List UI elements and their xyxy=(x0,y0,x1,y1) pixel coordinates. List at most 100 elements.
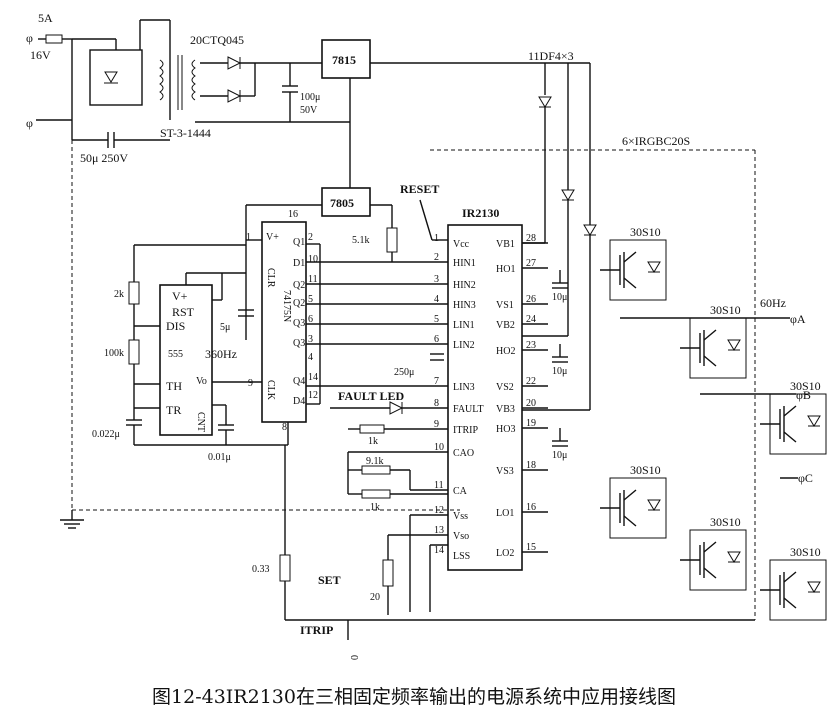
pin-16: 16 xyxy=(288,209,298,220)
regulators: 7815 7805 RESET xyxy=(245,39,545,340)
ir2130-pin-label: Vss xyxy=(453,511,468,522)
ir2130-pin-number: 5 xyxy=(434,314,439,325)
input-cap-label: ST-3-1444 xyxy=(160,126,211,140)
ir2130-pin-number: 11 xyxy=(434,480,444,491)
sr-pn-10: 10 xyxy=(308,254,318,265)
freewheel-diode xyxy=(647,499,661,511)
ir2130-pin-number: 16 xyxy=(526,502,536,513)
fuse-symbol xyxy=(45,34,63,44)
cap-10u-2-label: 10μ xyxy=(552,366,567,377)
timer-pin-th: TH xyxy=(166,379,182,393)
shift-register-74175: 16 V+ CLR CLK 74175N 1 9 8 Q1 D1 Q2 Q2 Q… xyxy=(246,209,448,446)
ir2130-pin-number: 10 xyxy=(434,442,444,453)
timer-frequency: 360Hz xyxy=(205,347,237,361)
ir2130-pin-number: 3 xyxy=(434,274,439,285)
shift-register-body xyxy=(261,221,307,423)
input-section: φ φ 5A 16V 20CTQ045 xyxy=(26,11,350,165)
ir2130-chip: IR2130 Vcc1HIN12HIN23HIN34LIN15LIN26LIN3… xyxy=(252,206,755,660)
sr-pin-vplus: V+ xyxy=(266,232,279,243)
sr-pin8-num: 8 xyxy=(282,422,287,433)
ir2130-pin-label: Vso xyxy=(453,531,469,542)
input-cap-value: 50μ 250V xyxy=(80,151,128,165)
set-label: SET xyxy=(318,573,341,587)
sr-pn-4: 4 xyxy=(308,352,313,363)
ir2130-pin-number: 26 xyxy=(526,294,536,305)
timer-pin-rst: RST xyxy=(172,305,195,319)
resistor-5-1k xyxy=(386,227,398,253)
output-phase-b: φB xyxy=(796,388,811,402)
ir2130-pin-number: 1 xyxy=(434,233,439,244)
igbt-module: 30S10 xyxy=(760,545,827,621)
output-phase-c: φC xyxy=(798,471,813,485)
output-frequency: 60Hz xyxy=(760,296,786,310)
ir2130-pin-label: HO2 xyxy=(496,346,515,357)
rectifier-label: 20CTQ045 xyxy=(190,33,244,47)
resistor-9-1k xyxy=(361,465,391,475)
fault-led-symbol xyxy=(389,401,404,415)
ir2130-pin-label: HO1 xyxy=(496,264,515,275)
resistor-2k-label: 2k xyxy=(114,289,124,300)
sr-q2a: Q2 xyxy=(293,280,305,291)
ir2130-pin-number: 18 xyxy=(526,460,536,471)
sr-d4: D4 xyxy=(293,396,305,407)
input-phi-bottom: φ xyxy=(26,116,33,130)
ir2130-pin-number: 4 xyxy=(434,294,439,305)
ir2130-body xyxy=(447,224,523,571)
sr-name: 74175N xyxy=(281,290,292,322)
bootstrap-diode-3 xyxy=(583,224,597,236)
freewheel-diode xyxy=(807,415,821,427)
ir2130-pin-number: 19 xyxy=(526,418,536,429)
ir2130-pin-label: VS3 xyxy=(496,466,514,477)
timer-pin-dis: DIS xyxy=(166,319,185,333)
sr-pn-5: 5 xyxy=(308,294,313,305)
resistor-1k-a-label: 1k xyxy=(368,436,378,447)
ir2130-pin-label: Vcc xyxy=(453,239,470,250)
ir2130-pin-number: 6 xyxy=(434,334,439,345)
igbt-module: 30S10 xyxy=(600,463,667,539)
cap-10u-3-label: 10μ xyxy=(552,450,567,461)
igbt-part-label: 30S10 xyxy=(630,225,661,239)
rectifier-diode-1 xyxy=(227,56,242,70)
regulator-7815-label: 7815 xyxy=(332,53,356,67)
igbt-module: 30S10 xyxy=(680,515,747,591)
timer-pin-vplus: V+ xyxy=(172,289,188,303)
circuit-diagram: φ φ 5A 16V 20CTQ045 xyxy=(26,11,827,660)
sr-q2b: Q2 xyxy=(293,298,305,309)
freewheel-diode xyxy=(807,581,821,593)
ir2130-pin-label: LO2 xyxy=(496,548,514,559)
reset-switch xyxy=(419,199,433,241)
ir2130-pin-label: VB1 xyxy=(496,239,515,250)
ir2130-pin-number: 7 xyxy=(434,376,439,387)
sr-pn-14: 14 xyxy=(308,372,318,383)
transformer-secondary xyxy=(191,59,196,101)
ir2130-pin-label: VB2 xyxy=(496,320,515,331)
ir2130-pin-label: LIN2 xyxy=(453,340,475,351)
resistor-100k xyxy=(128,339,140,365)
sr-q1: Q1 xyxy=(293,237,305,248)
sr-q4: Q4 xyxy=(293,376,305,387)
ir2130-name: IR2130 xyxy=(462,206,499,220)
resistor-1k-b-label: 1k xyxy=(370,502,380,513)
sr-pn-2: 2 xyxy=(308,232,313,243)
ir2130-pin-label: VB3 xyxy=(496,404,515,415)
sr-q3a: Q3 xyxy=(293,318,305,329)
fault-led-label: FAULT LED xyxy=(338,389,404,403)
sr-pin9-num: 9 xyxy=(248,378,253,389)
ir2130-pin-label: LIN3 xyxy=(453,382,475,393)
cap-250u-label: 250μ xyxy=(394,367,414,378)
ir2130-pin-label: LO1 xyxy=(496,508,514,519)
ir2130-pin-label: HIN2 xyxy=(453,280,476,291)
output-phase-a: φA xyxy=(790,312,806,326)
resistor-1k-b xyxy=(361,489,391,499)
bridge-rectifier xyxy=(89,49,143,106)
freewheel-diode xyxy=(647,261,661,273)
ir2130-pin-number: 14 xyxy=(434,545,444,556)
sr-pin-clr: CLR xyxy=(265,268,276,288)
ir2130-pin-number: 15 xyxy=(526,542,536,553)
regulator-7805 xyxy=(321,187,371,217)
igbt-bridge: 6×IRGBC20S 30S1030S1030S1030S1030S1030S1… xyxy=(430,134,827,621)
bootstrap-diodes: 11DF4×3 xyxy=(522,49,597,411)
igbt-part-label: 30S10 xyxy=(710,303,741,317)
resistor-9-1k-label: 9.1k xyxy=(366,456,384,467)
shunt-resistor-label: 0.33 xyxy=(252,564,270,575)
